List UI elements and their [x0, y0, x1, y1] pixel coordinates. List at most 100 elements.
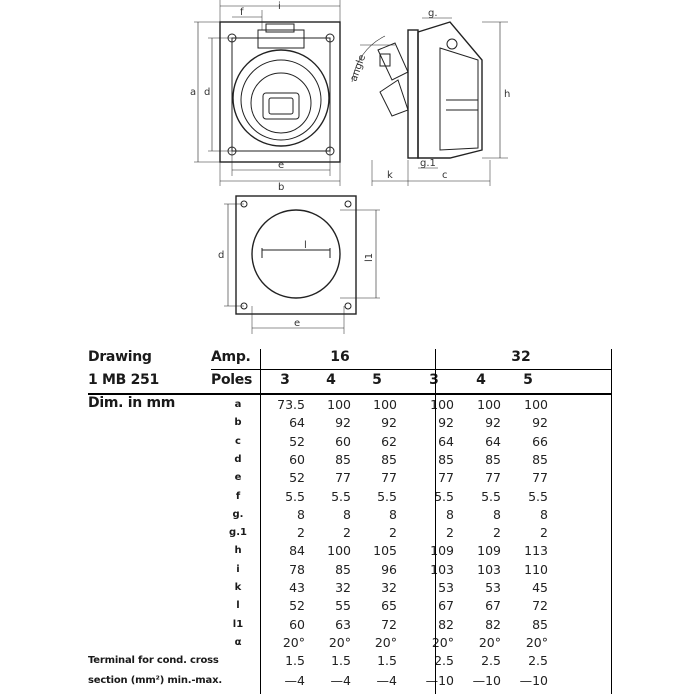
table-cell: 92	[381, 415, 397, 431]
amp-label: Amp.	[211, 349, 251, 365]
table-cell: 64	[438, 433, 454, 449]
row-label-9: i	[236, 563, 240, 575]
dim-label-angle: angle	[348, 53, 368, 83]
terminal-min-cell: 2.5	[481, 653, 501, 668]
table-cell: 5.5	[377, 488, 397, 504]
poles-header-2: 5	[372, 372, 382, 388]
table-cell: 43	[289, 580, 305, 595]
terminal-min-cell: 1.5	[285, 653, 305, 668]
table-cell: 73.5	[277, 397, 305, 412]
dim-label-l1: l1	[364, 253, 375, 262]
terminal-min-cell: 2.5	[434, 653, 454, 668]
table-cell: 52	[289, 433, 305, 449]
table-cell: 8	[540, 506, 548, 522]
table-cell: 5.5	[434, 488, 454, 504]
table-cell: 67	[485, 598, 501, 614]
table-cell: 2	[540, 525, 548, 541]
table-cell: 84	[289, 543, 305, 559]
rule-col-first	[260, 349, 261, 694]
table-cell: 5.5	[481, 488, 501, 504]
table-cell: 100	[430, 397, 454, 412]
table-cell: 2	[389, 525, 397, 541]
poles-header-4: 4	[476, 372, 486, 388]
table-cell: 20°	[431, 634, 454, 650]
table-cell: 77	[485, 470, 501, 486]
table-cell: 60	[289, 451, 305, 467]
table-cell: 113	[524, 543, 548, 559]
rule-col-middle	[435, 349, 436, 694]
table-cell: 100	[524, 397, 548, 412]
table-cell: 20°	[374, 634, 397, 650]
table-cell: 2	[446, 525, 454, 541]
row-label-3: d	[234, 453, 242, 465]
row-label-2: c	[235, 435, 241, 447]
poles-label: Poles	[211, 372, 253, 388]
table-cell: 64	[485, 433, 501, 449]
table-cell: 20°	[478, 634, 501, 650]
amp-group-16: 16	[330, 349, 350, 365]
table-cell: 110	[524, 561, 548, 577]
table-cell: 85	[532, 451, 548, 467]
table-cell: 2	[493, 525, 501, 541]
table-cell: 8	[493, 506, 501, 522]
table-cell: 109	[430, 543, 454, 559]
row-label-8: h	[234, 545, 242, 557]
table-cell: 32	[381, 580, 397, 595]
rule-main	[88, 393, 612, 395]
table-cell: 8	[446, 506, 454, 522]
dim-label-f: f	[240, 7, 244, 18]
table-cell: 64	[289, 415, 305, 431]
table-cell: 100	[327, 543, 351, 559]
table-cell: 77	[335, 470, 351, 486]
dim-label-k: k	[387, 170, 393, 181]
table-cell: 85	[485, 451, 501, 467]
table-cell: 85	[381, 451, 397, 467]
table-cell: 77	[381, 470, 397, 486]
table-cell: 8	[389, 506, 397, 522]
table-cell: 77	[438, 470, 454, 486]
poles-header-3: 3	[429, 372, 439, 388]
row-label-12: l1	[232, 618, 244, 630]
table-cell: 100	[477, 397, 501, 412]
dim-label-h: h	[504, 89, 510, 100]
table-cell: 96	[381, 561, 397, 577]
terminal-max-cell: —10	[472, 673, 501, 688]
row-label-10: k	[234, 582, 242, 593]
table-cell: 20°	[525, 634, 548, 650]
table-cell: 82	[485, 616, 501, 632]
table-cell: 72	[532, 598, 548, 614]
table-cell: 32	[335, 580, 351, 595]
table-cell: 62	[381, 433, 397, 449]
terminal-max-cell: —4	[376, 673, 397, 688]
rule-header	[211, 369, 612, 370]
table-cell: 72	[381, 616, 397, 632]
front-view	[194, 0, 341, 186]
dim-label-d2: d	[218, 250, 224, 261]
terminal-max-cell: —10	[425, 673, 454, 688]
dim-label-g1: g.1	[420, 158, 436, 169]
terminal-label-line2: section (mm²) min.-max.	[88, 675, 222, 686]
table-cell: 77	[532, 470, 548, 486]
row-label-7: g.1	[229, 527, 247, 539]
table-cell: 5.5	[528, 488, 548, 504]
cutout-view	[224, 195, 380, 334]
rule-col-last	[611, 349, 612, 694]
table-cell: 100	[327, 397, 351, 412]
table-cell: 8	[297, 506, 305, 522]
row-label-4: e	[234, 472, 242, 484]
dim-label: Dim. in mm	[88, 395, 176, 411]
table-cell: 85	[335, 561, 351, 577]
drawing-label: Drawing	[88, 349, 152, 365]
terminal-label-line1: Terminal for cond. cross	[88, 655, 219, 666]
table-cell: 78	[289, 561, 305, 577]
table-cell: 105	[373, 543, 397, 559]
table-cell: 60	[289, 616, 305, 632]
table-cell: 85	[335, 451, 351, 467]
table-cell: 92	[485, 415, 501, 431]
dim-label-e: e	[278, 160, 284, 171]
row-label-13: α	[234, 636, 242, 648]
table-cell: 20°	[328, 634, 351, 650]
poles-header-1: 4	[326, 372, 336, 388]
table-cell: 103	[430, 561, 454, 577]
terminal-max-cell: —4	[284, 673, 305, 688]
